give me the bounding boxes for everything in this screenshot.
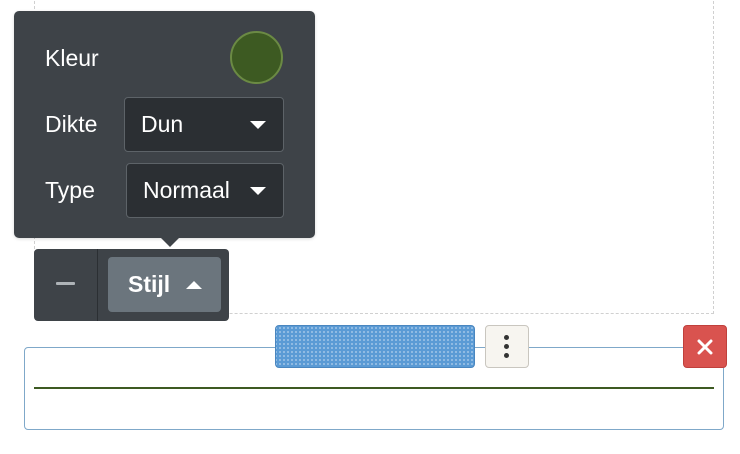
type-select-value: Normaal bbox=[143, 177, 230, 203]
drag-handle[interactable] bbox=[275, 325, 475, 368]
color-label: Kleur bbox=[45, 45, 99, 71]
thickness-select-value: Dun bbox=[141, 111, 184, 137]
chevron-down-icon bbox=[250, 187, 266, 195]
type-label: Type bbox=[45, 177, 95, 203]
block-toolbar: Stijl bbox=[34, 249, 229, 321]
divider-line bbox=[34, 387, 714, 389]
collapse-button[interactable] bbox=[34, 249, 98, 321]
drag-handle-icon bbox=[284, 334, 466, 359]
thickness-select[interactable]: Dun bbox=[124, 97, 284, 152]
type-select[interactable]: Normaal bbox=[126, 163, 284, 218]
minus-icon bbox=[56, 282, 75, 285]
popover-arrow bbox=[160, 237, 180, 247]
more-options-button[interactable] bbox=[485, 325, 529, 368]
remove-block-button[interactable] bbox=[683, 325, 727, 368]
close-icon bbox=[697, 339, 713, 355]
style-button-label: Stijl bbox=[128, 271, 171, 297]
color-swatch[interactable] bbox=[230, 31, 283, 84]
caret-up-icon bbox=[186, 281, 202, 289]
style-popover: Kleur Dikte Dun Type Normaal bbox=[14, 11, 315, 247]
chevron-down-icon bbox=[250, 121, 266, 129]
style-button[interactable]: Stijl bbox=[108, 257, 221, 312]
thickness-label: Dikte bbox=[45, 111, 98, 137]
